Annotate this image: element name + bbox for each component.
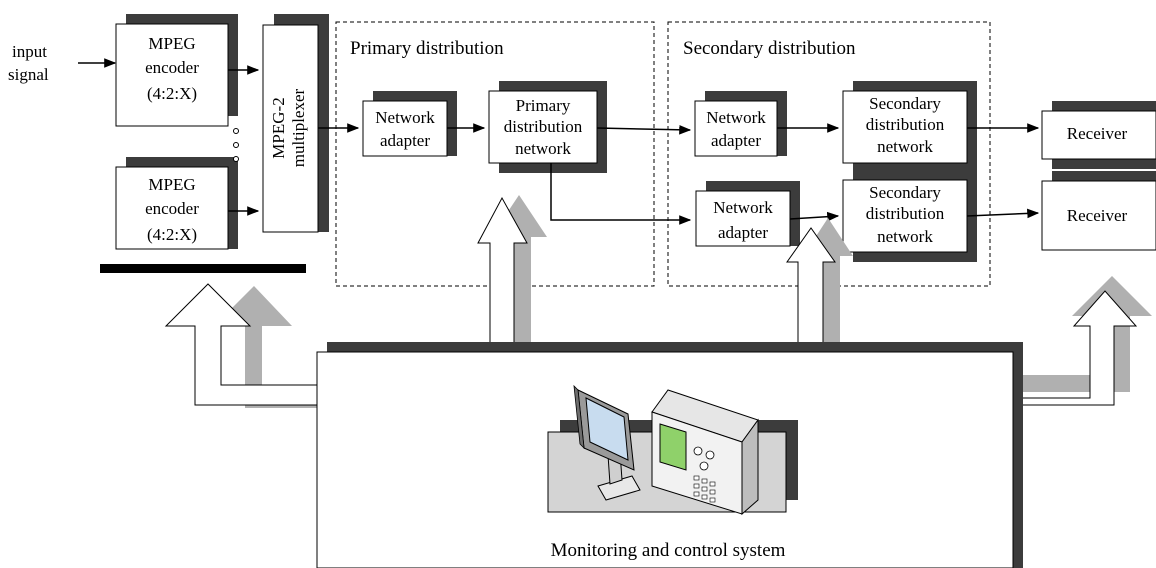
monitor-to-primary-arrow [477,196,528,353]
secondary-distribution-network-2: Secondary distribution network [842,170,977,262]
svg-text:adapter: adapter [718,223,768,242]
monitor-to-encoders-arrow [164,283,321,406]
svg-text:adapter: adapter [711,131,761,150]
svg-text:distribution: distribution [504,117,583,136]
primary-to-secondary-adapter-2-arrow [550,163,692,225]
more-encoders-dots [233,128,239,162]
svg-text:Receiver: Receiver [1067,124,1128,143]
svg-text:(4:2:X): (4:2:X) [147,225,197,244]
svg-text:Network: Network [713,198,773,217]
svg-text:MPEG: MPEG [148,175,195,194]
monitoring-label: Monitoring and control system [551,540,786,561]
receiver-2: Receiver [1041,171,1156,251]
monitor-to-encoders-arrow-shadow [214,286,339,408]
primary-to-secondary-adapter-1-arrow [596,124,692,135]
svg-text:network: network [877,137,933,156]
svg-text:(4:2:X): (4:2:X) [147,84,197,103]
receiver-1: Receiver [1041,101,1156,169]
svg-text:MPEG: MPEG [148,34,195,53]
mpeg-encoder-1: MPEG encoder (4:2:X) [115,14,238,127]
svg-text:network: network [877,227,933,246]
monitor-to-receivers-arrow [1005,290,1138,406]
svg-text:Network: Network [375,108,435,127]
input-signal-label-line2: signal [8,65,49,84]
analyzer-instrument-icon [651,389,759,516]
mpeg2-multiplexer: MPEG-2 multiplexer [262,14,329,233]
svg-text:Receiver: Receiver [1067,206,1128,225]
primary-distribution-title: Primary distribution [350,38,504,59]
svg-text:encoder: encoder [145,199,199,218]
svg-text:encoder: encoder [145,58,199,77]
primary-network-adapter: Network adapter [362,91,457,157]
svg-text:Primary: Primary [516,96,571,115]
secondary-distribution-title: Secondary distribution [683,38,856,59]
secondary-distribution-region [667,21,991,287]
svg-text:distribution: distribution [866,204,945,223]
svg-text:Network: Network [706,108,766,127]
svg-text:distribution: distribution [866,115,945,134]
svg-text:MPEG-2: MPEG-2 [269,97,288,158]
svg-text:Secondary: Secondary [869,183,941,202]
svg-text:network: network [515,139,571,158]
svg-text:Secondary: Secondary [869,94,941,113]
monitor-to-secondary-arrow [786,227,836,353]
secondary-network-adapter-2: Network adapter [695,181,800,247]
input-signal-label-line1: input [12,42,47,61]
encoder-rack-bar [100,264,306,273]
network2-to-receiver2-arrow [966,208,1040,219]
monitor-to-receivers-arrow-shadow [1012,276,1152,392]
mpeg-encoder-2: MPEG encoder (4:2:X) [115,157,238,250]
secondary-distribution-network-1: Secondary distribution network [842,81,977,173]
secondary-network-adapter-1: Network adapter [694,91,787,157]
primary-distribution-network: Primary distribution network [488,81,607,173]
primary-distribution-region [335,21,655,287]
adapter2-to-secondary-network-2-arrow [789,211,840,222]
svg-text:multiplexer: multiplexer [289,88,308,167]
svg-text:adapter: adapter [380,131,430,150]
computer-monitor-icon [573,384,641,501]
